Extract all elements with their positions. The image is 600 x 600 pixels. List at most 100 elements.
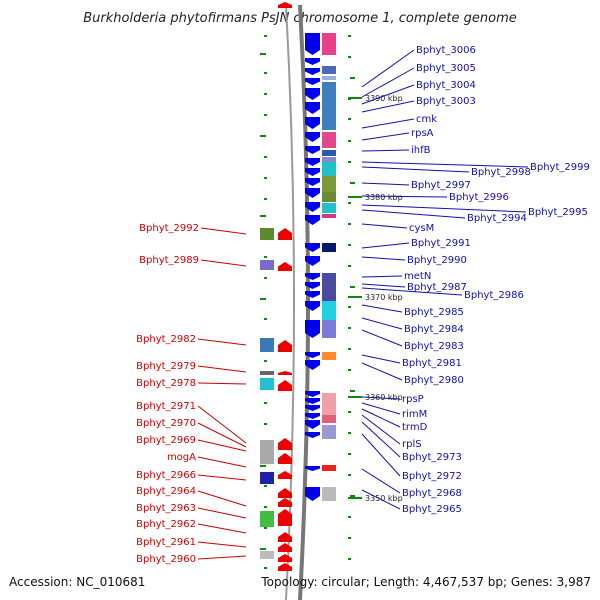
forward-gene-bar — [322, 150, 336, 156]
forward-gene-arrow — [305, 273, 320, 280]
reverse-leader-line — [197, 382, 247, 385]
reverse-gene-label: Bphyt_2969 — [136, 435, 196, 446]
reverse-leader-line — [197, 490, 247, 507]
forward-gene-bar — [322, 157, 336, 163]
scale-tick — [348, 306, 351, 308]
forward-gene-bar — [322, 415, 336, 423]
forward-gene-arrow — [305, 215, 320, 225]
reverse-gene-label: Bphyt_2961 — [136, 537, 196, 548]
forward-gene-label: Bphyt_3006 — [416, 45, 476, 56]
forward-gene-label: Bphyt_2965 — [402, 504, 462, 515]
scale-tick — [348, 369, 351, 371]
forward-gene-bar — [322, 33, 336, 55]
reverse-gene-bar — [260, 378, 274, 390]
forward-leader-line — [361, 433, 401, 477]
scale-tick — [264, 256, 267, 258]
reverse-gene-bar — [260, 371, 274, 375]
forward-gene-arrow — [305, 256, 320, 266]
reverse-gene-arrow — [278, 453, 292, 464]
forward-leader-line — [361, 67, 415, 98]
forward-leader-line — [361, 161, 529, 168]
scale-tick — [264, 360, 267, 362]
forward-gene-arrow — [305, 360, 320, 370]
forward-gene-label: Bphyt_2997 — [411, 180, 471, 191]
forward-leader-line — [361, 100, 415, 113]
forward-gene-arrow — [305, 466, 320, 471]
forward-leader-line — [361, 421, 401, 458]
forward-gene-label: Bphyt_2985 — [404, 307, 464, 318]
reverse-gene-bar — [260, 511, 274, 527]
kbp-marker-label: 3360 kbp — [365, 393, 403, 402]
scale-tick — [348, 348, 351, 350]
scale-tick — [348, 411, 351, 413]
reverse-gene-arrow — [278, 262, 292, 271]
forward-gene-label: metN — [404, 271, 431, 282]
forward-leader-line — [361, 489, 401, 510]
reverse-leader-line — [197, 365, 247, 373]
forward-gene-arrow — [305, 405, 320, 411]
forward-gene-label: Bphyt_2991 — [411, 238, 471, 249]
forward-gene-bar — [322, 465, 336, 471]
reverse-leader-line — [197, 405, 247, 444]
forward-leader-line — [361, 256, 406, 261]
forward-leader-line — [361, 182, 410, 186]
forward-leader-line — [361, 396, 401, 400]
reverse-gene-label: Bphyt_2963 — [136, 503, 196, 514]
reverse-leader-line — [200, 227, 247, 235]
forward-gene-label: Bphyt_2986 — [464, 290, 524, 301]
forward-gene-bar — [322, 487, 336, 501]
forward-gene-arrow — [305, 178, 320, 186]
forward-gene-label: Bphyt_2996 — [449, 192, 509, 203]
forward-gene-arrow — [305, 301, 320, 311]
forward-gene-label: rpsP — [402, 394, 424, 405]
scale-tick — [348, 56, 351, 58]
forward-leader-line — [361, 209, 466, 219]
scale-tick — [348, 140, 351, 142]
leader-layer — [197, 49, 529, 560]
reverse-gene-label: Bphyt_2960 — [136, 554, 196, 565]
kbp-marker-label: 3350 kbp — [365, 494, 403, 503]
scale-tick — [260, 548, 266, 550]
scale-tick — [348, 474, 351, 476]
forward-gene-arrow — [305, 78, 320, 85]
forward-leader-line — [361, 414, 401, 445]
reverse-gene-bar — [260, 440, 274, 464]
forward-gene-arrow — [305, 413, 320, 419]
forward-gene-arrow — [305, 33, 320, 55]
forward-gene-arrow — [305, 243, 320, 252]
kbp-marker-label: 3370 kbp — [365, 293, 403, 302]
forward-gene-label: cmk — [416, 114, 437, 125]
scale-tick — [348, 244, 351, 246]
reverse-gene-arrow — [278, 509, 292, 526]
reverse-leader-line — [197, 541, 247, 548]
reverse-gene-bar — [260, 338, 274, 352]
forward-gene-arrow — [305, 58, 320, 65]
forward-gene-arrow — [305, 88, 320, 100]
forward-gene-bar — [322, 66, 336, 74]
scale-tick — [264, 93, 267, 95]
forward-gene-label: Bphyt_3005 — [416, 63, 476, 74]
forward-gene-label: rimM — [402, 409, 427, 420]
reverse-leader-line — [197, 439, 247, 452]
scale-tick — [260, 53, 266, 55]
reverse-gene-arrow — [278, 438, 292, 450]
forward-gene-arrow — [305, 420, 320, 429]
scale-tick — [348, 537, 351, 539]
forward-gene-arrow — [305, 132, 320, 142]
forward-gene-arrow — [305, 168, 320, 176]
reverse-gene-label: Bphyt_2992 — [139, 223, 199, 234]
reverse-gene-arrow — [278, 228, 292, 240]
forward-gene-bar — [322, 192, 336, 202]
scale-tick — [348, 202, 351, 204]
reverse-gene-arrow — [278, 532, 292, 542]
forward-gene-arrow — [305, 117, 320, 129]
reverse-gene-arrow — [278, 563, 292, 571]
scale-tick — [264, 177, 267, 179]
forward-gene-arrow — [305, 188, 320, 198]
forward-gene-bar — [322, 273, 336, 301]
forward-gene-label: cysM — [409, 223, 434, 234]
reverse-gene-arrow — [278, 543, 292, 552]
accession-text: Accession: NC_010681 — [9, 575, 145, 589]
reverse-gene-label: Bphyt_2978 — [136, 378, 196, 389]
forward-gene-bar — [322, 320, 336, 338]
